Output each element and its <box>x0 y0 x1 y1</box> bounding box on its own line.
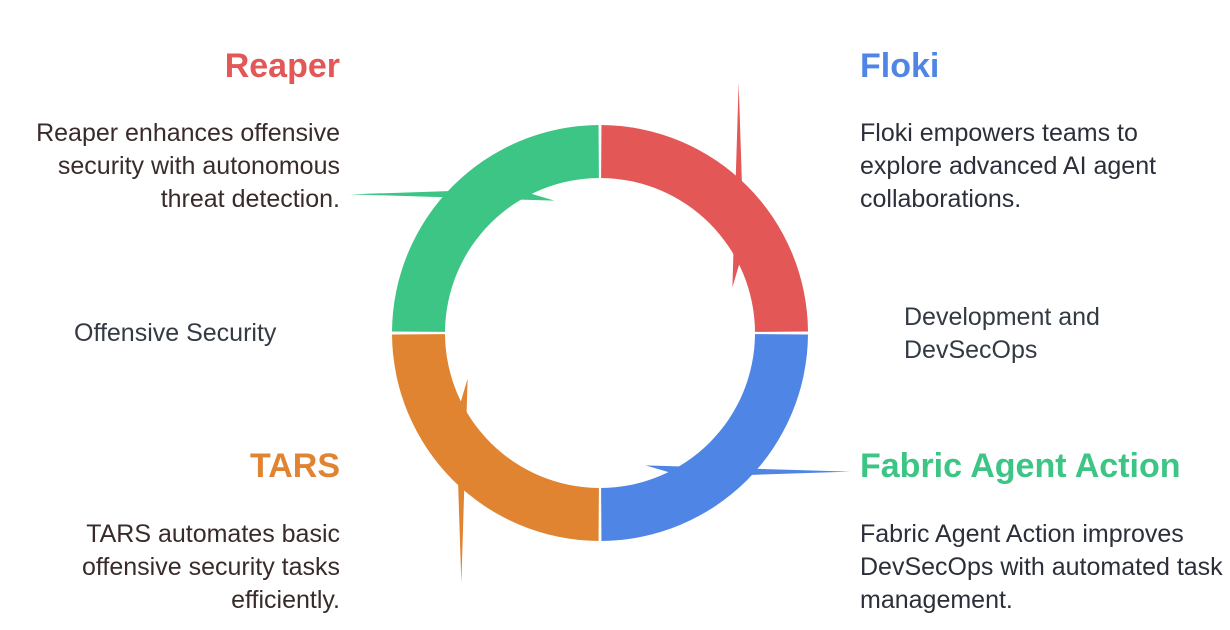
floki-title: Floki <box>860 47 940 85</box>
development-devsecops-label: Development and DevSecOps <box>904 303 1100 364</box>
floki-description: Floki empowers teams to explore advanced… <box>860 119 1157 213</box>
reaper-description: Reaper enhances offensive security with … <box>36 119 340 213</box>
ring-segment-green <box>392 125 599 332</box>
ring-segment-blue <box>601 334 808 541</box>
ring-segment-red-arrowhead <box>732 82 750 288</box>
tars-description: TARS automates basic offensive security … <box>82 520 340 614</box>
ring-segment-orange <box>392 334 599 541</box>
reaper-title: Reaper <box>224 47 340 85</box>
ring-segment-orange-arrowhead <box>450 378 468 584</box>
ring-segment-red <box>601 125 808 332</box>
ring-segment-green-arrowhead <box>349 183 555 201</box>
offensive-security-label: Offensive Security <box>74 319 277 347</box>
ring-segment-blue-arrowhead <box>645 465 851 483</box>
fabric-agent-action-title: Fabric Agent Action <box>860 447 1181 485</box>
tars-title: TARS <box>249 447 340 485</box>
fabric-agent-action-description: Fabric Agent Action improves DevSecOps w… <box>860 520 1223 614</box>
